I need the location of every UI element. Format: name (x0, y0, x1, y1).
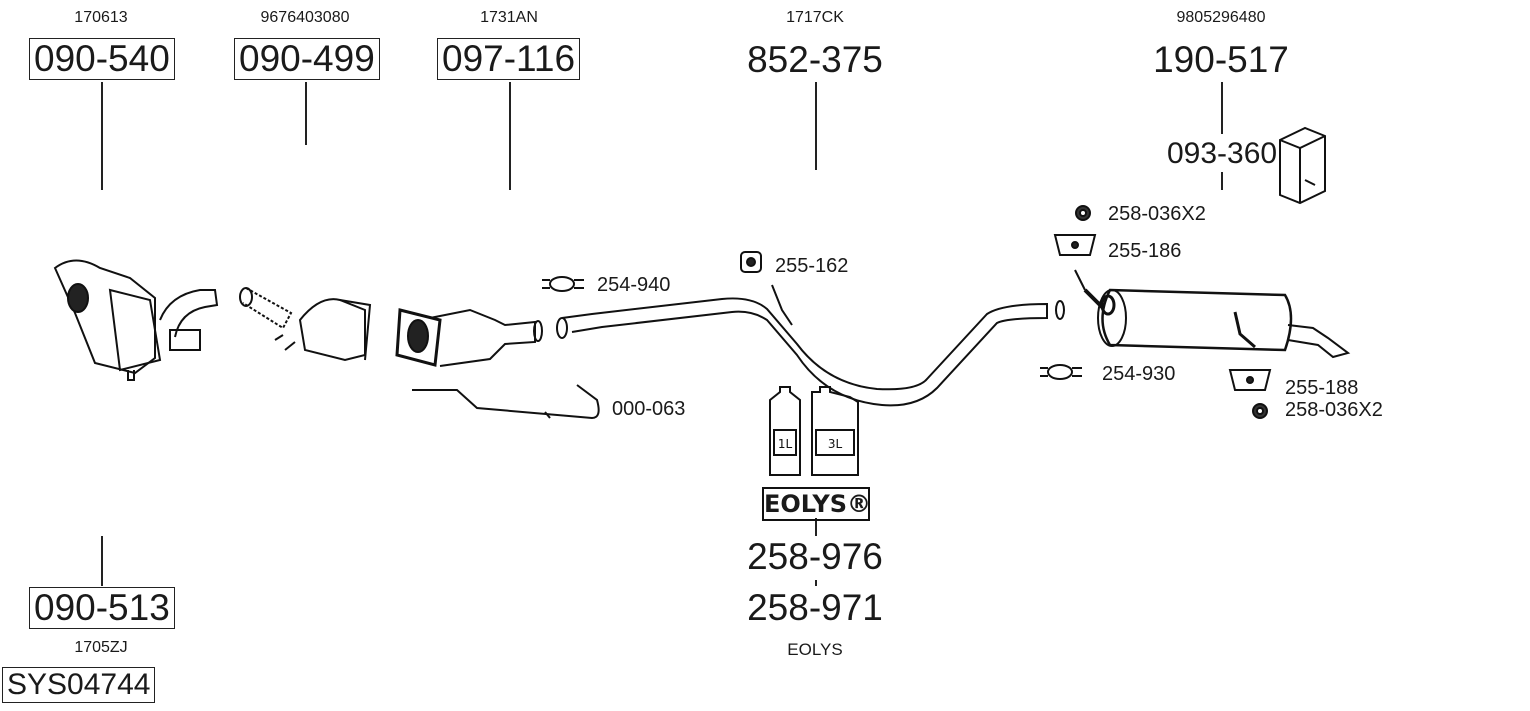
part-number-090-513[interactable]: 090-513 (29, 587, 175, 629)
accessory-258-036x2-bottom[interactable]: 258-036X2 (1285, 399, 1383, 421)
part-number-852-375[interactable]: 852-375 (747, 39, 883, 80)
part-number-097-116[interactable]: 097-116 (437, 38, 581, 80)
leader-line (815, 518, 817, 536)
leader-line (305, 82, 307, 145)
rubber-mount-icon-255-186 (1053, 234, 1097, 256)
part-number-258-971[interactable]: 258-971 (747, 587, 883, 628)
part-number-258-976[interactable]: 258-976 (747, 536, 883, 577)
rear-muffler-drawing (1074, 269, 1351, 359)
leader-line (1221, 172, 1223, 190)
accessory-258-036x2-top[interactable]: 258-036X2 (1108, 203, 1206, 225)
nut-icon-1 (1075, 205, 1091, 221)
particulate-filter-drawing (395, 308, 543, 367)
rubber-mount-icon-255-162 (740, 251, 762, 273)
leader-line (1221, 82, 1223, 134)
accessory-255-186[interactable]: 255-186 (1108, 240, 1182, 262)
part-number-090-499[interactable]: 090-499 (234, 38, 380, 80)
clamp-icon-254-940 (542, 276, 584, 292)
sensor-drawing (412, 384, 600, 420)
oe-number-3: 1731AN (480, 9, 538, 26)
eolys-caption: EOLYS (787, 640, 843, 659)
accessory-255-188[interactable]: 255-188 (1285, 377, 1359, 399)
mounting-kit-box-icon (1279, 126, 1326, 205)
oe-number-6: 1705ZJ (74, 639, 128, 656)
middle-pipe-drawing (556, 284, 1065, 407)
leader-line (101, 82, 103, 190)
oe-number-4: 1717CK (786, 9, 844, 26)
accessory-255-162[interactable]: 255-162 (775, 255, 849, 277)
front-catalyst-drawing (239, 287, 372, 362)
part-number-190-517[interactable]: 190-517 (1153, 39, 1289, 80)
eolys-bottles-drawing (769, 386, 859, 476)
system-code: SYS04744 (2, 667, 156, 703)
leader-line (509, 82, 511, 190)
leader-line (101, 536, 103, 586)
eolys-brand-box: EOLYS® (762, 487, 871, 521)
clamp-icon-254-930 (1040, 364, 1082, 380)
accessory-254-940[interactable]: 254-940 (597, 274, 671, 296)
manifold-catalyst-drawing (53, 259, 219, 381)
oe-number-1: 170613 (74, 9, 128, 26)
oe-number-2: 9676403080 (260, 9, 350, 26)
part-number-093-360[interactable]: 093-360 (1167, 137, 1278, 170)
bottle-1l-label: 1L (778, 437, 793, 451)
part-number-090-540[interactable]: 090-540 (29, 38, 175, 80)
accessory-254-930[interactable]: 254-930 (1102, 363, 1176, 385)
leader-line (815, 580, 817, 586)
rubber-mount-icon-255-188 (1228, 369, 1272, 391)
accessory-000-063[interactable]: 000-063 (612, 398, 686, 420)
bottle-3l-label: 3L (828, 437, 843, 451)
nut-icon-2 (1252, 403, 1268, 419)
leader-line (815, 82, 817, 170)
oe-number-5: 9805296480 (1176, 9, 1266, 26)
